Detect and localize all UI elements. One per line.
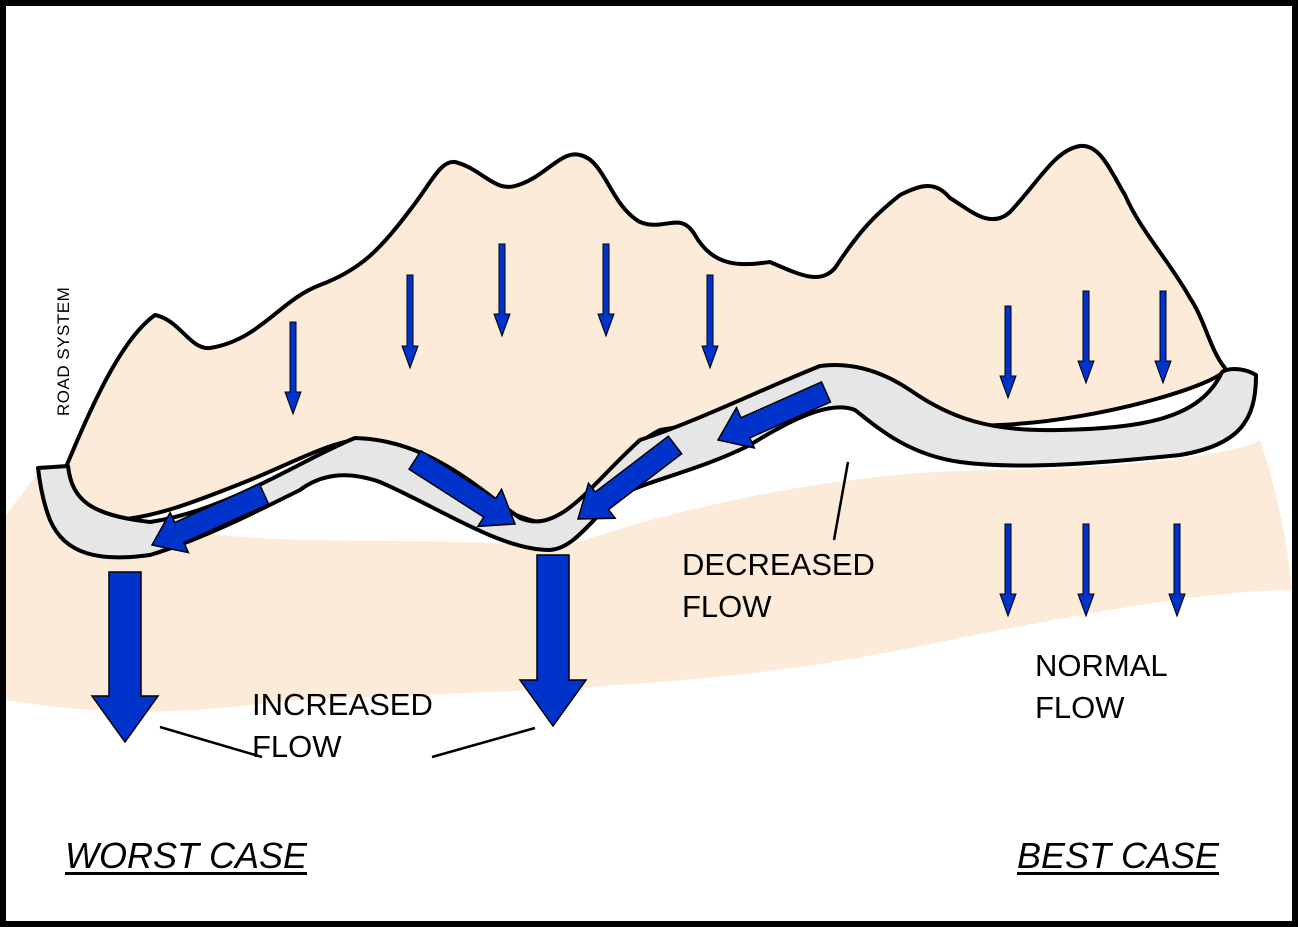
down-arrow-icon	[597, 243, 615, 338]
normal-flow-label: NORMAL FLOW	[1035, 645, 1168, 729]
down-arrow-icon	[701, 274, 719, 370]
thick-arrow-icon	[518, 554, 588, 728]
increased-flow-leader-right	[431, 726, 536, 759]
down-arrow-icon	[1077, 290, 1095, 385]
down-arrow-icon	[999, 305, 1017, 400]
down-arrow-icon	[1077, 523, 1095, 618]
decreased-flow-label: DECREASED FLOW	[682, 544, 875, 628]
road-flow-arrows	[150, 380, 832, 554]
normal-flow-line1: NORMAL	[1035, 648, 1168, 683]
down-arrow-icon	[1168, 523, 1186, 618]
decreased-flow-leader	[832, 461, 850, 541]
road-system-label: ROAD SYSTEM	[54, 286, 73, 416]
road-drainage-diagram	[6, 143, 1292, 759]
runoff-arrows-lower	[999, 523, 1186, 618]
down-arrow-icon	[493, 243, 511, 338]
increased-flow-line2: FLOW	[252, 729, 342, 764]
increased-flow-line1: INCREASED	[252, 687, 433, 722]
down-arrow-icon	[999, 523, 1017, 618]
thick-arrow-icon	[716, 380, 832, 449]
down-arrow-icon	[401, 274, 419, 370]
increased-flow-leader-left	[159, 725, 263, 759]
thick-arrow-icon	[90, 571, 160, 744]
increased-flow-label: INCREASED FLOW	[252, 684, 433, 768]
thick-arrow-icon	[408, 449, 517, 528]
lower-terrain	[6, 440, 1292, 712]
down-arrow-icon	[1154, 290, 1172, 385]
worst-case-label: WORST CASE	[65, 835, 308, 876]
thick-arrow-icon	[576, 435, 683, 520]
decreased-flow-line2: FLOW	[682, 589, 772, 624]
diagram-canvas: ROAD SYSTEM DECREASED FLOW INCREASED FLO…	[6, 6, 1292, 921]
thick-arrow-icon	[150, 482, 270, 554]
discharge-arrows	[90, 554, 588, 744]
runoff-arrows-upper	[284, 243, 1172, 416]
best-case-label: BEST CASE	[1017, 835, 1220, 876]
down-arrow-icon	[284, 321, 302, 416]
normal-flow-line2: FLOW	[1035, 690, 1125, 725]
decreased-flow-line1: DECREASED	[682, 547, 875, 582]
